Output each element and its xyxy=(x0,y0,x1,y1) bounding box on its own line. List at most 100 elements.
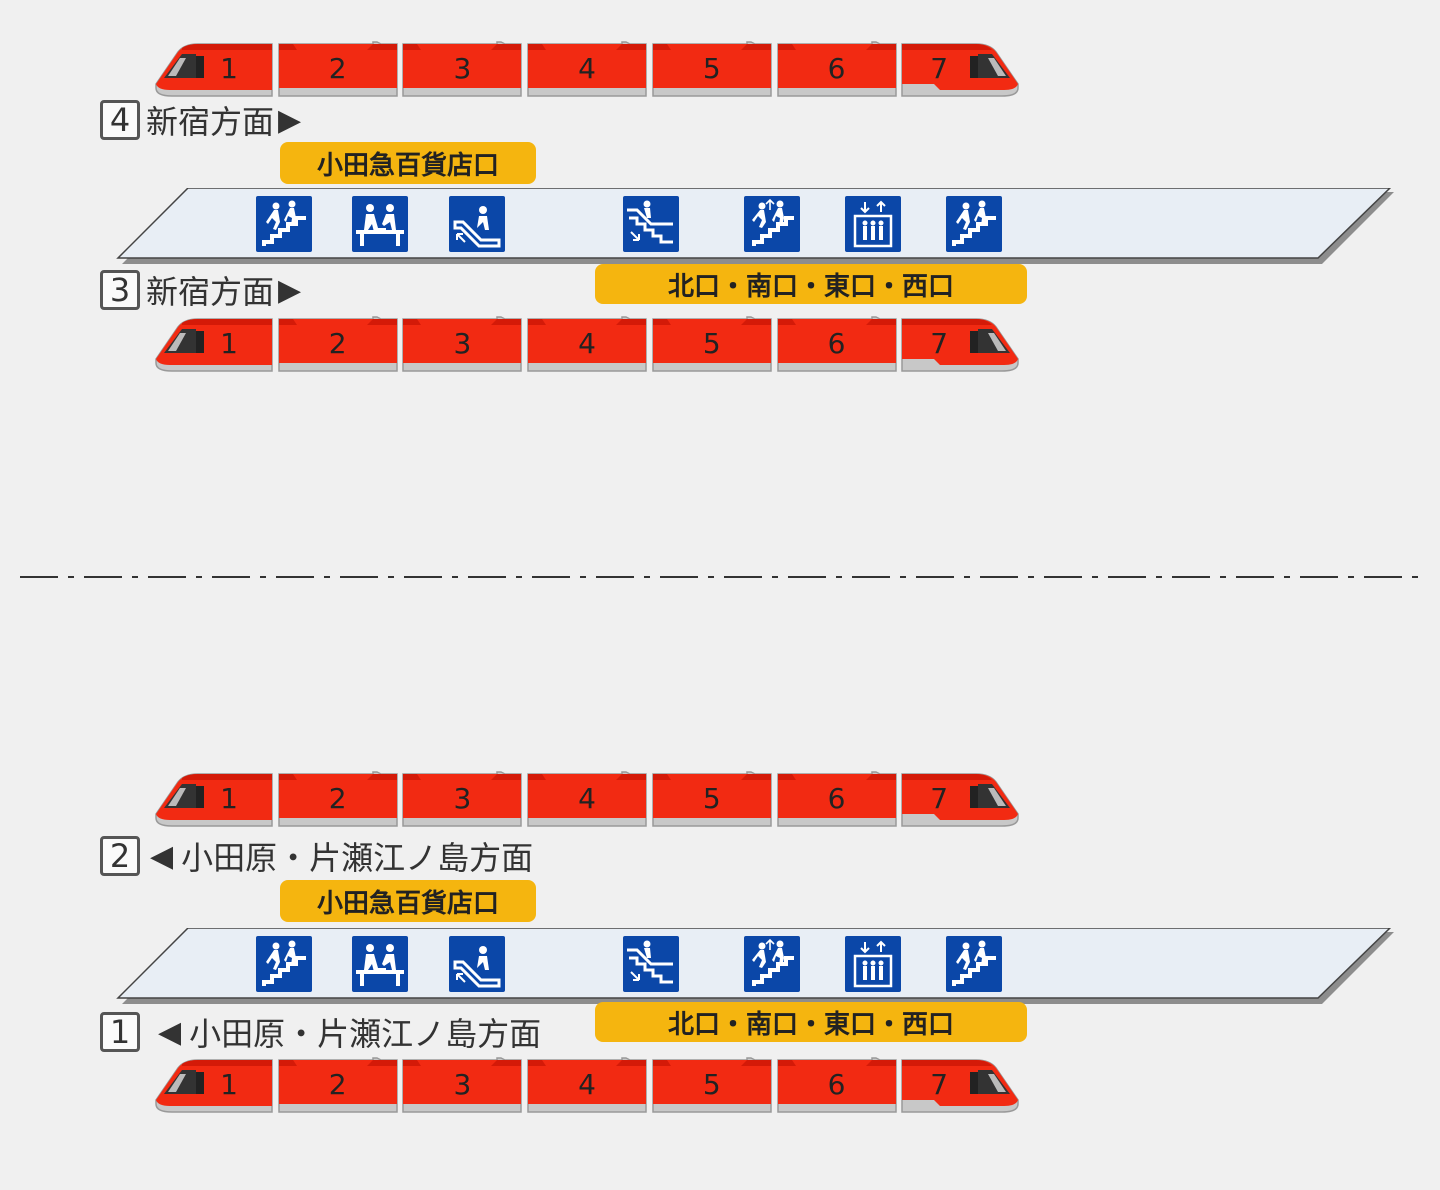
track-number: 3 xyxy=(100,270,140,310)
car-body xyxy=(277,771,398,827)
car-4: 4 xyxy=(526,315,648,373)
car-6: 6 xyxy=(776,40,898,98)
direction-arrow-right-icon: ▶ xyxy=(278,102,302,138)
train-track-1: 1 2 3 4 5 6 7 xyxy=(152,1056,1024,1116)
stairs-two-way-icon xyxy=(744,936,800,992)
car-number: 6 xyxy=(827,782,846,815)
destination-label: 新宿方面 xyxy=(146,273,275,311)
car-body xyxy=(527,771,647,827)
car-3: 3 xyxy=(401,315,523,373)
exit-badge-odakyu-dept: 小田急百貨店口 xyxy=(280,142,536,184)
car-4: 4 xyxy=(526,770,648,828)
car-1: 1 xyxy=(152,315,274,373)
car-4: 4 xyxy=(526,1056,648,1114)
exit-badge-odakyu-dept: 小田急百貨店口 xyxy=(280,880,536,922)
direction-arrow-left-icon: ◀ xyxy=(150,838,174,874)
train-track-2: 1 2 3 4 5 6 7 xyxy=(152,770,1024,830)
car-3: 3 xyxy=(401,1056,523,1114)
car-number: 6 xyxy=(827,52,846,85)
car-body xyxy=(652,316,772,372)
car-number: 1 xyxy=(220,782,238,815)
car-3: 3 xyxy=(401,770,523,828)
car-7: 7 xyxy=(900,770,1022,828)
car-5: 5 xyxy=(651,770,773,828)
car-6: 6 xyxy=(776,770,898,828)
car-number: 3 xyxy=(453,1068,472,1101)
car-1: 1 xyxy=(152,770,274,828)
car-4: 4 xyxy=(526,40,648,98)
car-body xyxy=(277,41,398,97)
car-6: 6 xyxy=(776,1056,898,1114)
car-6: 6 xyxy=(776,315,898,373)
lower-platform-section: 1 2 3 4 5 6 7 2 ◀ 小田原・片瀬江ノ島方面 小田急百貨店口 xyxy=(0,770,1440,1190)
car-body xyxy=(776,1057,897,1113)
car-number: 1 xyxy=(220,52,238,85)
car-body xyxy=(652,771,772,827)
car-2: 2 xyxy=(277,315,399,373)
track-4-label: 4 新宿方面 ▶ xyxy=(100,98,301,142)
waiting-bench-icon xyxy=(352,196,408,252)
escalator-down-icon xyxy=(449,196,505,252)
stairs-up-icon xyxy=(946,936,1002,992)
car-number: 4 xyxy=(578,52,596,85)
track-2-label: 2 ◀ 小田原・片瀬江ノ島方面 xyxy=(100,834,533,878)
car-5: 5 xyxy=(651,1056,773,1114)
escalator-stairs-icon xyxy=(623,196,679,252)
track-1-label: 1 ◀ 小田原・片瀬江ノ島方面 xyxy=(100,1010,541,1054)
stairs-two-way-icon xyxy=(744,196,800,252)
car-number: 1 xyxy=(220,1068,238,1101)
car-number: 4 xyxy=(578,782,596,815)
car-number: 5 xyxy=(702,782,721,815)
car-number: 2 xyxy=(328,782,347,815)
car-1: 1 xyxy=(152,1056,274,1114)
track-number: 1 xyxy=(100,1012,140,1052)
car-number: 6 xyxy=(827,327,846,360)
car-body xyxy=(527,1057,647,1113)
exit-badge-north-south-east-west: 北口・南口・東口・西口 xyxy=(595,1002,1027,1042)
waiting-bench-icon xyxy=(352,936,408,992)
car-body xyxy=(652,1057,772,1113)
train-nose-icon xyxy=(901,318,1019,372)
direction-arrow-left-icon: ◀ xyxy=(158,1014,182,1050)
car-body xyxy=(527,41,647,97)
car-2: 2 xyxy=(277,1056,399,1114)
car-body xyxy=(277,316,398,372)
destination-label: 小田原・片瀬江ノ島方面 xyxy=(181,839,534,877)
stairs-up-icon xyxy=(256,936,312,992)
car-5: 5 xyxy=(651,40,773,98)
exit-badge-north-south-east-west: 北口・南口・東口・西口 xyxy=(595,264,1027,304)
car-body xyxy=(402,1057,523,1113)
car-number: 2 xyxy=(328,1068,347,1101)
car-number: 4 xyxy=(578,1068,596,1101)
car-number: 5 xyxy=(702,52,721,85)
car-number: 3 xyxy=(453,782,472,815)
elevator-icon xyxy=(845,936,901,992)
direction-arrow-right-icon: ▶ xyxy=(278,272,302,308)
car-2: 2 xyxy=(277,40,399,98)
train-track-3: 1 2 3 4 5 6 7 xyxy=(152,315,1024,375)
car-number: 7 xyxy=(930,782,949,815)
car-body xyxy=(402,316,523,372)
train-nose-icon xyxy=(901,773,1019,827)
upper-platform-section: 1 2 3 4 5 6 7 4 新宿方面 ▶ 小田急百貨店口 xyxy=(0,40,1440,460)
train-nose-icon xyxy=(901,43,1019,97)
car-number: 4 xyxy=(578,327,596,360)
car-number: 3 xyxy=(453,327,472,360)
car-number: 5 xyxy=(702,327,721,360)
car-number: 5 xyxy=(702,1068,721,1101)
car-number: 7 xyxy=(930,52,949,85)
car-body xyxy=(776,771,897,827)
car-body xyxy=(277,1057,398,1113)
destination-label: 小田原・片瀬江ノ島方面 xyxy=(189,1015,542,1053)
escalator-stairs-icon xyxy=(623,936,679,992)
car-number: 7 xyxy=(930,1068,949,1101)
car-number: 1 xyxy=(220,327,238,360)
section-divider xyxy=(20,576,1420,578)
car-2: 2 xyxy=(277,770,399,828)
escalator-down-icon xyxy=(449,936,505,992)
car-number: 6 xyxy=(827,1068,846,1101)
car-5: 5 xyxy=(651,315,773,373)
car-body xyxy=(776,41,897,97)
stairs-up-icon xyxy=(946,196,1002,252)
car-body xyxy=(527,316,647,372)
